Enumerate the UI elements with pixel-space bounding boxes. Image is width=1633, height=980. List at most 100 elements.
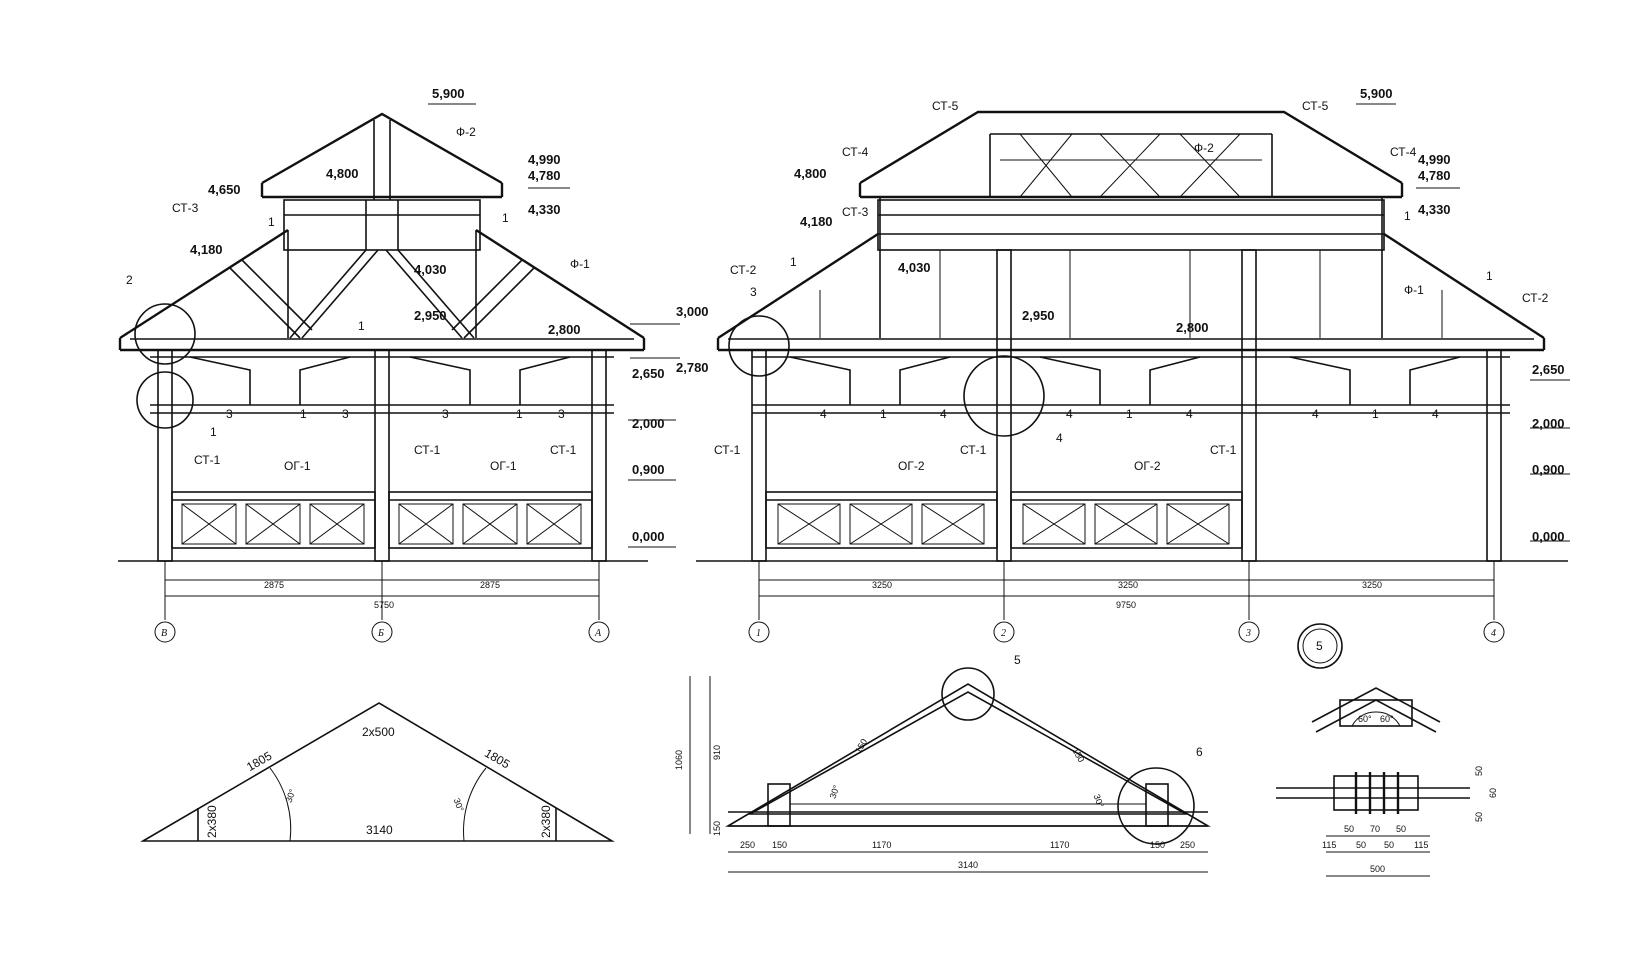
truss-right-slope: 1805 [482,746,512,772]
truss-top-label: 2х500 [362,725,395,739]
dim-left-2875b: 2875 [480,580,500,590]
tag-st2-a: СТ-2 [730,263,757,277]
elevation-left [118,103,680,643]
mark-5900-left: 5,900 [432,86,465,101]
node-mid-dim-50b: 50 [1384,840,1394,850]
mark-4330-right: 4,330 [1418,202,1451,217]
dim-height-base: 150 [712,821,722,836]
mark-0000-right: 0,000 [1532,529,1565,544]
mark-0900-left: 0,900 [632,462,665,477]
truss-span: 3140 [366,823,393,837]
callout-right-4a: 4 [820,407,827,421]
mark-4990-right: 4,990 [1418,152,1451,167]
axis-a: А [594,628,602,639]
tag-st1-right-a: СТ-1 [714,443,741,457]
node-angle-a: 60° [1358,714,1372,724]
node-right-dim-50b: 50 [1474,812,1484,822]
dim-bot-250a: 250 [740,840,755,850]
dim-left-2875a: 2875 [264,580,284,590]
callout-right-4b: 4 [940,407,947,421]
truss-angle-left: 30° [284,787,298,804]
callout-right-4e: 4 [1312,407,1319,421]
elevation-right [696,103,1570,669]
tag-st1-right-c: СТ-1 [1210,443,1237,457]
detail-circle-4 [963,355,1045,437]
dim-right-3250b: 3250 [1118,580,1138,590]
tag-st2-b: СТ-2 [1522,291,1549,305]
node-mid-dim-115b: 115 [1414,840,1428,850]
axis-1: 1 [756,628,761,639]
callout-right-1d: 1 [880,407,887,421]
truss-scheme: 2х500 1805 1805 3140 2х380 2х380 30° 30° [140,702,615,842]
dim-left-5750: 5750 [374,600,394,610]
callout-right-1a: 1 [790,255,797,269]
truss-left-slope: 1805 [244,748,274,774]
mark-2780-left: 2,780 [676,360,709,375]
node-total-500: 500 [1370,864,1385,874]
elevation-left-labels: 5,900 4,990 4,780 4,800 4,650 4,330 4,18… [126,86,709,639]
tag-st4-b: СТ-4 [1390,145,1417,159]
tag-f1-right: Ф-1 [1404,283,1424,297]
dim-right-3250c: 3250 [1362,580,1382,590]
dim-bot-1170a: 1170 [872,840,891,850]
tag-st3-left: СТ-3 [172,201,199,215]
mark-4650-left: 4,650 [208,182,241,197]
axis-4: 4 [1491,628,1496,639]
truss-member-left: 150 [853,737,869,755]
dim-bot-150b: 150 [1150,840,1165,850]
tag-st4-a: СТ-4 [842,145,869,159]
callout-right-1b: 1 [1404,209,1411,223]
callout-left-1e: 1 [300,407,307,421]
callout-left-3a: 3 [226,407,233,421]
callout-right-4f: 4 [1432,407,1439,421]
mark-2650-right: 2,650 [1532,362,1565,377]
mark-2950-right: 2,950 [1022,308,1055,323]
detail-circle-5 [941,667,995,721]
node-marker-5: 5 [1316,639,1323,653]
callout-right-1c: 1 [1486,269,1493,283]
callout-left-2: 2 [126,273,133,287]
mark-4030-right: 4,030 [898,260,931,275]
truss-node-callout-5: 5 [1014,653,1021,667]
truss-member-right: 150 [1070,746,1086,764]
truss-detail: 1060 910 150 250 150 1170 1170 150 250 3… [674,653,1211,873]
dim-height-outer: 1060 [674,750,684,770]
mark-4180-left: 4,180 [190,242,223,257]
truss-left-post: 2х380 [205,805,219,838]
mark-4030-left: 4,030 [414,262,447,277]
elevation-right-labels: 5,900 4,990 4,780 4,800 4,330 4,180 4,03… [714,86,1565,653]
mark-2000-right: 2,000 [1532,416,1565,431]
mark-4990-left: 4,990 [528,152,561,167]
tag-st1-left-b: СТ-1 [414,443,441,457]
node-right-dim-50a: 50 [1474,766,1484,776]
node-bot-dim-70: 70 [1370,824,1380,834]
tag-st5-a: СТ-5 [932,99,959,113]
truss-detail-angle-right: 30° [1092,793,1106,810]
axis-b: Б [377,628,384,639]
callout-left-3d: 3 [558,407,565,421]
axis-2: 2 [1001,628,1006,639]
callout-right-1e: 1 [1126,407,1133,421]
detail-circle-3 [728,315,790,377]
node-right-dim-60: 60 [1488,788,1498,798]
mark-4800-right: 4,800 [794,166,827,181]
callout-right-3: 3 [750,285,757,299]
mark-2800-right: 2,800 [1176,320,1209,335]
axis-3: 3 [1245,628,1251,639]
mark-3000-left: 3,000 [676,304,709,319]
node-mid-dim-50a: 50 [1356,840,1366,850]
callout-left-1d: 1 [210,425,217,439]
axis-v: В [161,628,167,639]
dim-bot-150a: 150 [772,840,787,850]
tag-og1-left-b: ОГ-1 [490,459,517,473]
tag-f2-right: Ф-2 [1194,141,1214,155]
node-bot-dim-50b: 50 [1396,824,1406,834]
mark-2650-left: 2,650 [632,366,665,381]
mark-4780-left: 4,780 [528,168,561,183]
tag-f2-left: Ф-2 [456,125,476,139]
tag-st1-left-c: СТ-1 [550,443,577,457]
tag-st1-left-a: СТ-1 [194,453,221,467]
mark-0000-left: 0,000 [632,529,665,544]
tag-st3-right: СТ-3 [842,205,869,219]
